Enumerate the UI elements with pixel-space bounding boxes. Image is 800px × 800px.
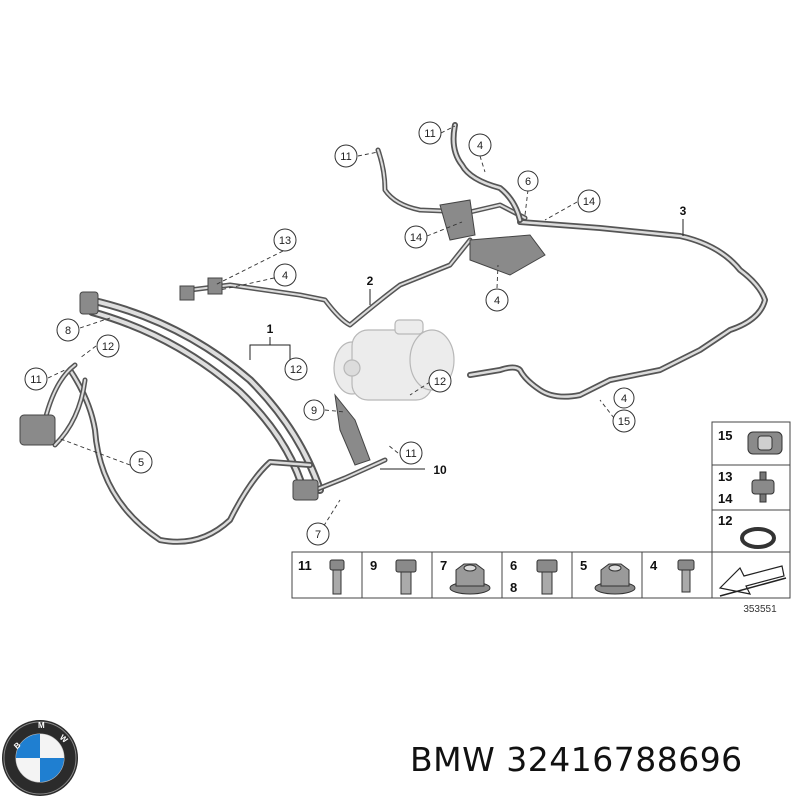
svg-text:15: 15 bbox=[718, 428, 732, 443]
svg-text:B: B bbox=[12, 740, 22, 751]
callout-4-top: 4 bbox=[468, 133, 492, 157]
svg-text:2: 2 bbox=[367, 274, 374, 288]
bolt-icon bbox=[329, 559, 345, 595]
svg-text:11: 11 bbox=[405, 448, 416, 460]
svg-text:8: 8 bbox=[510, 580, 517, 595]
svg-text:11: 11 bbox=[298, 558, 312, 573]
svg-text:7: 7 bbox=[440, 558, 447, 573]
svg-text:12: 12 bbox=[718, 513, 732, 528]
rubber-mount-icon bbox=[751, 471, 775, 503]
diagram-number: 353551 bbox=[743, 604, 777, 615]
callout-6: 6 bbox=[517, 170, 539, 192]
svg-text:12: 12 bbox=[434, 376, 446, 388]
callout-9: 9 bbox=[303, 399, 325, 421]
svg-text:5: 5 bbox=[580, 558, 587, 573]
callout-11-top: 11 bbox=[418, 121, 442, 145]
svg-text:9: 9 bbox=[311, 405, 317, 417]
callout-4-b: 4 bbox=[485, 288, 509, 312]
svg-text:3: 3 bbox=[680, 204, 687, 218]
callout-4-a: 4 bbox=[273, 263, 297, 287]
leader-lines bbox=[47, 125, 615, 533]
svg-text:6: 6 bbox=[525, 176, 531, 188]
label-2: 2 bbox=[367, 274, 374, 305]
callout-12-a: 12 bbox=[96, 334, 120, 358]
svg-text:6: 6 bbox=[510, 558, 517, 573]
bushing-icon bbox=[747, 431, 783, 455]
callout-5: 5 bbox=[129, 450, 153, 474]
bmw-logo-icon: B M W bbox=[2, 720, 78, 796]
svg-text:13: 13 bbox=[718, 469, 732, 484]
svg-text:14: 14 bbox=[410, 232, 422, 244]
svg-text:10: 10 bbox=[433, 463, 447, 477]
svg-text:13: 13 bbox=[279, 235, 291, 247]
flange-bolt-icon bbox=[395, 559, 417, 595]
flange-nut-icon bbox=[449, 563, 491, 595]
svg-text:4: 4 bbox=[650, 558, 658, 573]
svg-text:5: 5 bbox=[138, 457, 144, 469]
direction-arrow-icon bbox=[718, 565, 787, 597]
bolt-icon-2 bbox=[677, 559, 695, 593]
side-legend: 15 13 14 12 bbox=[711, 421, 791, 553]
svg-text:W: W bbox=[58, 733, 70, 745]
flange-bolt-icon-2 bbox=[536, 559, 558, 595]
part-number-caption: BMW 32416788696 bbox=[410, 740, 743, 779]
svg-text:12: 12 bbox=[102, 341, 114, 353]
svg-text:8: 8 bbox=[65, 325, 71, 337]
svg-text:M: M bbox=[38, 721, 45, 730]
svg-text:4: 4 bbox=[621, 393, 627, 405]
svg-text:14: 14 bbox=[583, 196, 595, 208]
callout-7: 7 bbox=[306, 522, 330, 546]
parts-legend: 11 9 7 6 8 5 4 bbox=[291, 551, 791, 599]
pump-ghost bbox=[333, 319, 455, 401]
svg-text:7: 7 bbox=[315, 529, 321, 541]
svg-text:4: 4 bbox=[477, 140, 483, 152]
svg-text:9: 9 bbox=[370, 558, 377, 573]
hose-lines bbox=[42, 122, 768, 545]
svg-text:4: 4 bbox=[282, 270, 288, 282]
svg-text:4: 4 bbox=[494, 295, 500, 307]
callout-11-left: 11 bbox=[334, 144, 358, 168]
callout-14-right: 14 bbox=[577, 189, 601, 213]
brackets bbox=[19, 199, 546, 501]
label-10: 10 bbox=[380, 463, 447, 477]
svg-text:11: 11 bbox=[340, 151, 351, 163]
callout-12-c: 12 bbox=[428, 369, 452, 393]
callout-4-c: 4 bbox=[613, 387, 635, 409]
callouts: 11 4 11 6 14 3 14 13 bbox=[24, 121, 687, 546]
svg-text:15: 15 bbox=[618, 416, 630, 428]
callout-11-b: 11 bbox=[24, 367, 48, 391]
label-3: 3 bbox=[680, 204, 687, 236]
svg-text:1: 1 bbox=[267, 322, 274, 336]
svg-text:11: 11 bbox=[424, 128, 435, 140]
bracket-1 bbox=[249, 337, 291, 360]
callout-14-mid: 14 bbox=[404, 225, 428, 249]
callout-11-c: 11 bbox=[399, 441, 423, 465]
callout-15: 15 bbox=[612, 409, 636, 433]
callout-12-b: 12 bbox=[284, 357, 308, 381]
flange-nut-icon-2 bbox=[594, 563, 636, 595]
label-1: 1 bbox=[267, 322, 274, 336]
svg-text:14: 14 bbox=[718, 491, 733, 506]
svg-text:12: 12 bbox=[290, 364, 302, 376]
callout-13: 13 bbox=[273, 228, 297, 252]
callout-8: 8 bbox=[56, 318, 80, 342]
o-ring-icon bbox=[740, 527, 776, 549]
svg-text:11: 11 bbox=[30, 374, 41, 386]
